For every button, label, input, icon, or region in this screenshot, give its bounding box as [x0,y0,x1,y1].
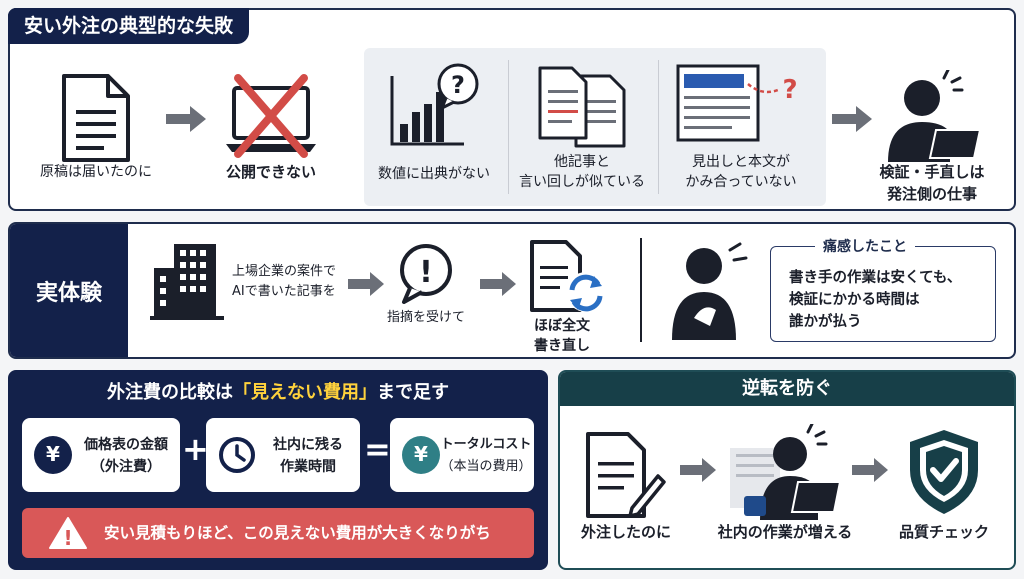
yen-icon: ¥ [34,436,72,474]
price-box: ¥ 価格表の金額 （外注費） [22,418,180,492]
experience-step2-label: 指摘を受けて [386,310,465,325]
svg-text:!: ! [63,526,72,550]
lesson-line: 書き手の作業は安くても、 [789,270,962,286]
internal-time-text: 社内に残る 作業時間 [260,434,356,478]
experience-step1-line2: AIで書いた記事を [232,284,336,299]
arrow-right-icon [680,458,716,482]
cost-comparison-panel: 外注費の比較は「見えない費用」まで足す ¥ 価格表の金額 （外注費） + 社内に… [8,370,548,570]
step-manuscript-label: 原稿は届いたのに [40,164,152,180]
arrow-right-icon [480,272,516,296]
overloaded-worker-icon [730,424,842,520]
lesson-box: 痛感したこと 書き手の作業は安くても、 検証にかかる時間は 誰かが払う [770,236,996,342]
price-box-line: （外注費） [91,459,161,475]
prevention-title: 逆転を防ぐ [560,372,1014,406]
prevention-step1-label: 外注したのに [580,523,671,541]
issue-similar-label-1: 他記事と [554,154,610,170]
exclaim-mark: ! [419,255,433,290]
issue-no-source-label: 数値に出典がない [378,166,490,182]
total-cost-line: トータルコスト [440,437,532,452]
title-post: まで足す [377,382,449,403]
question-mark: ? [451,71,465,99]
document-icon [62,74,130,162]
issue-similar-label-2: 言い回しが似ている [519,174,645,190]
plus-sign: + [182,430,209,468]
failure-title: 安い外注の典型的な失敗 [8,8,250,44]
stressed-worker-icon [888,70,982,162]
document-rewrite-icon [530,240,606,312]
issue-mismatch-label-2: かみ合っていない [685,174,797,190]
lesson-line: 検証にかかる時間は [789,292,920,308]
experience-panel: 実体験 上場企業の案件で AIで書いた記事を ! 指摘を受けて [8,222,1016,359]
shield-check-icon [910,430,978,514]
building-icon [150,244,224,320]
title-pre: 外注費の比較は [107,382,233,403]
issues-divider [508,60,509,194]
result-label-2: 発注側の仕事 [886,185,977,203]
issues-divider [658,60,659,194]
total-cost-box: ¥ トータルコスト （本当の費用） [390,418,534,492]
step-unpublishable-label: 公開できない [225,163,316,181]
yen-icon: ¥ [402,436,440,474]
experience-title: 実体験 [10,224,128,357]
warning-text: 安い見積もりほど、この見えない費用が大きくなりがち [104,524,491,542]
experience-step3-line1: ほぼ全文 [534,318,590,334]
prevention-step2-label: 社内の作業が増える [717,523,853,541]
similar-documents-icon [538,66,626,148]
price-box-line: 価格表の金額 [84,437,168,453]
cost-comparison-title: 外注費の比較は「見えない費用」まで足す [8,378,548,404]
arrow-right-icon [166,106,206,132]
alert-bubble-icon: ! [400,244,452,304]
document-pen-icon [586,432,666,518]
mismatched-heading-icon: ? [676,64,798,142]
clock-icon [219,437,255,473]
experience-divider [640,238,642,342]
internal-time-line: 社内に残る [273,437,343,453]
equals-sign: = [364,430,391,468]
internal-time-line: 作業時間 [280,459,336,475]
arrow-right-icon [852,458,888,482]
title-highlight: 「見えない費用」 [233,382,377,403]
experience-step1-line1: 上場企業の案件で [232,264,337,279]
laptop-blocked-icon [226,74,316,158]
question-mark-red: ? [782,75,797,105]
issue-mismatch-label-1: 見出しと本文が [692,154,790,170]
lesson-line: 誰かが払う [789,314,862,330]
lesson-title: 痛感したこと [815,236,915,256]
internal-time-box: 社内に残る 作業時間 [206,418,360,492]
reflecting-person-icon [672,242,748,340]
result-label-1: 検証・手直しは [879,163,985,181]
prevention-step3-label: 品質チェック [898,523,989,541]
experience-step3-line2: 書き直し [534,338,590,354]
warning-icon: ! [49,517,87,550]
arrow-right-icon [348,272,384,296]
lesson-text: 書き手の作業は安くても、 検証にかかる時間は 誰かが払う [789,267,961,333]
total-cost-line: （本当の費用） [440,459,532,474]
warning-banner: ! 安い見積もりほど、この見えない費用が大きくなりがち [22,508,534,558]
prevention-panel: 逆転を防ぐ 外注したのに 社内の作業が増える 品質チェック [558,370,1016,570]
bar-chart-question-icon: ? [390,63,479,146]
total-cost-text: トータルコスト （本当の費用） [440,434,532,478]
failure-panel: 安い外注の典型的な失敗 原稿は届いたのに 公開できない ? 数値に出典がない [8,8,1016,211]
arrow-right-icon [832,106,872,132]
price-box-text: 価格表の金額 （外注費） [78,434,174,478]
